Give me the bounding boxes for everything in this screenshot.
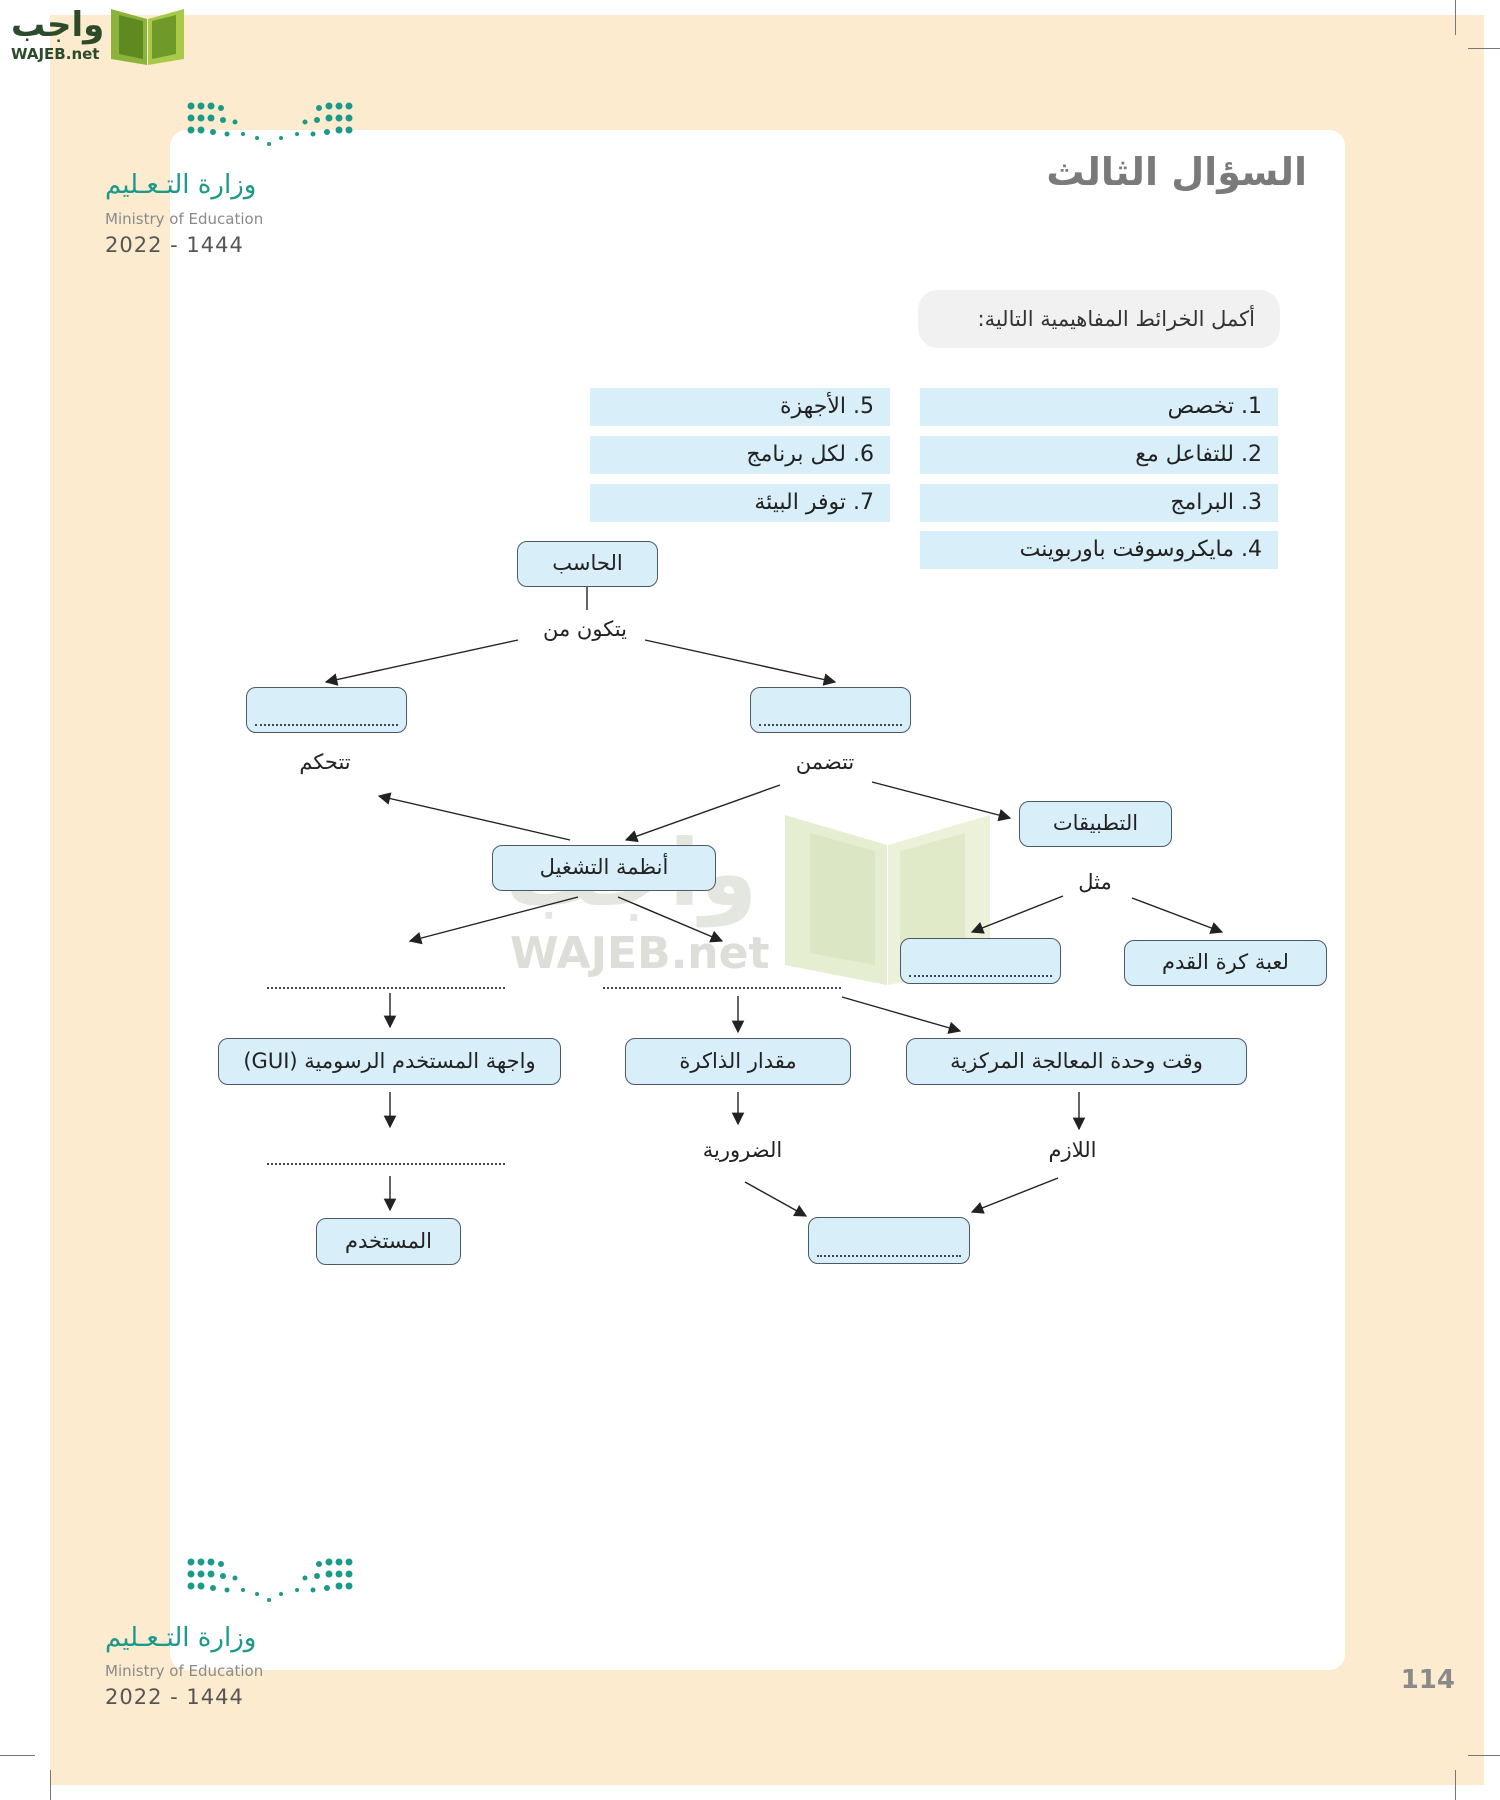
wajeb-logo-arabic: واجب xyxy=(11,5,105,45)
node-cpu-time: وقت وحدة المعالجة المركزية xyxy=(906,1038,1247,1085)
crop-mark xyxy=(0,1755,35,1756)
crop-mark xyxy=(1455,1770,1456,1800)
question-title: السؤال الثالث xyxy=(1046,150,1307,194)
crop-mark xyxy=(1455,0,1456,35)
node-applications: التطبيقات xyxy=(1019,801,1172,847)
crop-mark xyxy=(1468,1755,1500,1756)
blank-box-left[interactable] xyxy=(246,687,407,733)
node-memory-amount: مقدار الذاكرة xyxy=(625,1038,851,1085)
option-item: 7. توفر البيئة xyxy=(590,484,890,522)
page-number: 114 xyxy=(1400,1665,1455,1695)
node-user: المستخدم xyxy=(316,1218,461,1265)
dotted-answer-line[interactable] xyxy=(267,1163,505,1165)
wajeb-logo: واجب WAJEB.net xyxy=(5,5,190,67)
option-item: 4. مايكروسوفت باوربوينت xyxy=(920,531,1278,569)
label-example: مثل xyxy=(1078,870,1112,894)
option-item: 6. لكل برنامج xyxy=(590,436,890,474)
dotted-answer-line[interactable] xyxy=(603,987,841,989)
ministry-name-english: Ministry of Education xyxy=(105,1662,264,1680)
option-item: 2. للتفاعل مع xyxy=(920,436,1278,474)
ministry-name-arabic: وزارة التـعـليم xyxy=(105,1623,257,1653)
ministry-year: 2022 - 1444 xyxy=(105,233,244,257)
label-controls: تتحكم xyxy=(299,750,351,774)
node-gui: واجهة المستخدم الرسومية (GUI) xyxy=(218,1038,561,1085)
node-football-game: لعبة كرة القدم xyxy=(1124,940,1327,986)
option-item: 3. البرامج xyxy=(920,484,1278,522)
blank-box-example[interactable] xyxy=(900,938,1061,984)
crop-mark xyxy=(50,1770,51,1800)
ministry-dots-icon xyxy=(187,102,353,146)
ministry-dots-icon xyxy=(187,1558,353,1602)
label-necessary-masculine: اللازم xyxy=(1048,1138,1097,1162)
book-icon xyxy=(111,9,184,65)
option-item: 1. تخصص xyxy=(920,388,1278,426)
watermark-latin: WAJEB.net xyxy=(510,928,770,979)
label-includes: تتضمن xyxy=(795,750,855,774)
wajeb-logo-latin: WAJEB.net xyxy=(11,45,100,63)
ministry-name-arabic: وزارة التـعـليم xyxy=(105,170,257,200)
blank-box-right[interactable] xyxy=(750,687,911,733)
ministry-year: 2022 - 1444 xyxy=(105,1685,244,1709)
node-operating-systems: أنظمة التشغيل xyxy=(492,845,716,891)
content-card xyxy=(170,130,1345,1670)
option-item: 5. الأجهزة xyxy=(590,388,890,426)
instruction-box: أكمل الخرائط المفاهيمية التالية: xyxy=(918,290,1280,348)
ministry-name-english: Ministry of Education xyxy=(105,210,264,228)
label-necessary-feminine: الضرورية xyxy=(702,1138,783,1162)
blank-box-bottom[interactable] xyxy=(808,1217,970,1264)
node-computer: الحاسب xyxy=(517,541,658,587)
label-consists-of: يتكون من xyxy=(543,617,627,641)
crop-mark xyxy=(1468,48,1500,49)
dotted-answer-line[interactable] xyxy=(267,987,505,989)
